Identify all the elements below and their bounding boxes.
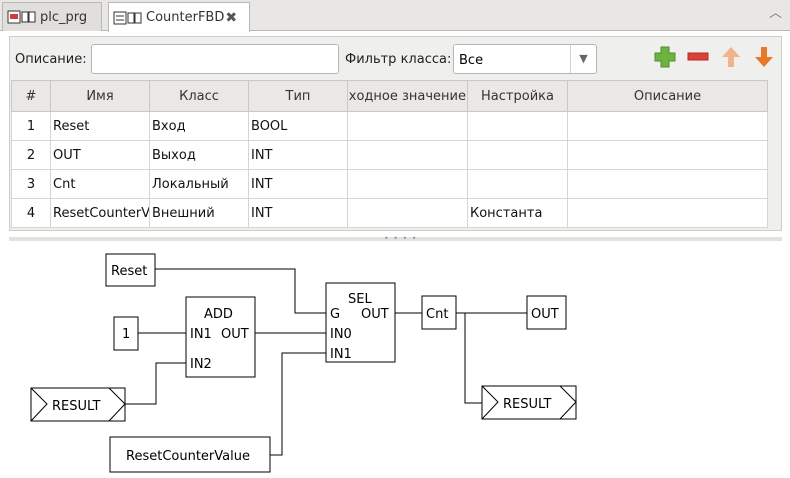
remove-icon	[687, 52, 709, 61]
sel-block-g: G	[330, 307, 340, 322]
cell-description[interactable]	[567, 140, 768, 170]
table-row[interactable]: 1 Reset Вход BOOL	[11, 111, 768, 141]
splitter-grip-icon[interactable]: • • • •	[384, 234, 418, 243]
sel-block-in1: IN1	[330, 347, 352, 362]
result-output-label: RESULT	[503, 397, 551, 412]
cell-type[interactable]: INT	[248, 198, 348, 228]
add-block-in2: IN2	[190, 357, 212, 372]
constant-one-label: 1	[122, 327, 130, 342]
local-variable-cnt[interactable]: Cnt	[421, 295, 457, 330]
cell-class[interactable]: Внешний	[149, 198, 249, 228]
column-header-name[interactable]: Имя	[50, 80, 150, 112]
table-header-row: # Имя Класс Тип Исходное значение Настро…	[11, 80, 768, 112]
add-variable-button[interactable]	[653, 45, 677, 69]
cell-initial-value[interactable]	[347, 140, 468, 170]
tab-counterfbd-label: CounterFBD	[146, 10, 225, 25]
out-label: OUT	[531, 307, 559, 322]
column-header-number[interactable]: #	[11, 80, 51, 112]
table-row[interactable]: 2 OUT Выход INT	[11, 140, 768, 170]
wire-result-to-add-in2[interactable]	[125, 362, 186, 405]
cell-initial-value[interactable]	[347, 169, 468, 199]
description-label: Описание:	[15, 52, 87, 67]
cell-name[interactable]: ResetCounterValue	[50, 198, 150, 228]
add-function-block[interactable]: ADD IN1 OUT IN2	[185, 296, 256, 378]
cell-number: 4	[11, 198, 51, 228]
arrow-up-icon	[722, 47, 740, 67]
wire-resetcountervalue-to-sel-in1[interactable]	[270, 352, 326, 456]
column-header-type[interactable]: Тип	[248, 80, 348, 112]
table-row[interactable]: 4 ResetCounterValue Внешний INT Констант…	[11, 198, 768, 228]
output-variable-out[interactable]: OUT	[526, 295, 567, 330]
tab-list-chevron-icon[interactable]: ︿	[768, 6, 782, 21]
variables-table: # Имя Класс Тип Исходное значение Настро…	[11, 80, 768, 228]
class-filter-label: Фильтр класса:	[345, 52, 452, 67]
tab-plc-prg-label: plc_prg	[40, 9, 88, 25]
cell-option[interactable]	[467, 111, 568, 141]
constant-one[interactable]: 1	[113, 316, 139, 351]
cell-description[interactable]	[567, 111, 768, 141]
column-header-option[interactable]: Настройка	[467, 80, 568, 112]
description-input[interactable]	[91, 44, 339, 74]
column-header-description[interactable]: Описание	[567, 80, 768, 112]
cell-class[interactable]: Вход	[149, 111, 249, 141]
sel-function-block[interactable]: SEL G OUT IN0 IN1	[325, 282, 396, 363]
tab-plc-prg[interactable]: plc_prg	[2, 2, 102, 31]
sel-block-name: SEL	[348, 292, 372, 307]
connector-result-input[interactable]: RESULT	[30, 387, 126, 422]
editor-tab-bar: plc_prg CounterFBD ✖ ︿	[0, 0, 790, 32]
cell-option[interactable]	[467, 140, 568, 170]
cell-name[interactable]: Reset	[50, 111, 150, 141]
cell-initial-value[interactable]	[347, 111, 468, 141]
reset-label: Reset	[111, 264, 147, 279]
add-block-in1: IN1	[190, 327, 212, 342]
add-icon	[654, 46, 676, 68]
tab-counterfbd[interactable]: CounterFBD ✖	[108, 2, 250, 32]
input-variable-reset[interactable]: Reset	[105, 253, 156, 287]
column-header-initial-value[interactable]: Исходное значение	[347, 80, 468, 112]
cell-description[interactable]	[567, 198, 768, 228]
remove-variable-button[interactable]	[686, 45, 710, 69]
cell-number: 1	[11, 111, 51, 141]
resetcountervalue-label: ResetCounterValue	[126, 449, 250, 464]
arrow-down-icon	[755, 47, 773, 67]
cell-initial-value[interactable]	[347, 198, 468, 228]
wire-cnt-to-result[interactable]	[464, 313, 482, 404]
class-filter-select[interactable]: Все ▼	[453, 44, 597, 74]
cell-class[interactable]: Локальный	[149, 169, 249, 199]
move-up-button[interactable]	[719, 45, 743, 69]
function-block-icon	[113, 11, 142, 24]
connector-result-output[interactable]: RESULT	[481, 385, 577, 420]
cell-option[interactable]	[467, 169, 568, 199]
cell-class[interactable]: Выход	[149, 140, 249, 170]
close-tab-icon[interactable]: ✖	[225, 9, 238, 26]
cell-type[interactable]: BOOL	[248, 111, 348, 141]
cell-name[interactable]: OUT	[50, 140, 150, 170]
variables-panel: Описание: Фильтр класса: Все ▼ # Имя	[9, 36, 782, 231]
cell-type[interactable]: INT	[248, 169, 348, 199]
column-header-class[interactable]: Класс	[149, 80, 249, 112]
sel-block-in0: IN0	[330, 327, 352, 342]
cell-number: 3	[11, 169, 51, 199]
cell-number: 2	[11, 140, 51, 170]
sel-block-out: OUT	[361, 307, 389, 322]
fbd-diagram-canvas[interactable]: Reset 1 RESULT ResetCounterValue ADD IN1…	[0, 241, 790, 478]
program-icon	[7, 10, 36, 24]
table-row[interactable]: 3 Cnt Локальный INT	[11, 169, 768, 199]
filter-row: Описание: Фильтр класса: Все ▼	[10, 37, 781, 81]
move-down-button[interactable]	[752, 45, 776, 69]
add-block-name: ADD	[204, 307, 233, 322]
result-input-label: RESULT	[52, 399, 100, 414]
wire-reset-to-sel-g[interactable]	[155, 268, 326, 314]
cell-description[interactable]	[567, 169, 768, 199]
cnt-label: Cnt	[426, 307, 448, 322]
class-filter-value: Все	[459, 53, 484, 68]
input-variable-resetcountervalue[interactable]: ResetCounterValue	[109, 436, 271, 473]
add-block-out: OUT	[221, 327, 249, 342]
chevron-down-icon[interactable]: ▼	[570, 45, 596, 73]
cell-type[interactable]: INT	[248, 140, 348, 170]
pane-splitter[interactable]: • • • •	[9, 234, 782, 243]
cell-name[interactable]: Cnt	[50, 169, 150, 199]
cell-option[interactable]: Константа	[467, 198, 568, 228]
